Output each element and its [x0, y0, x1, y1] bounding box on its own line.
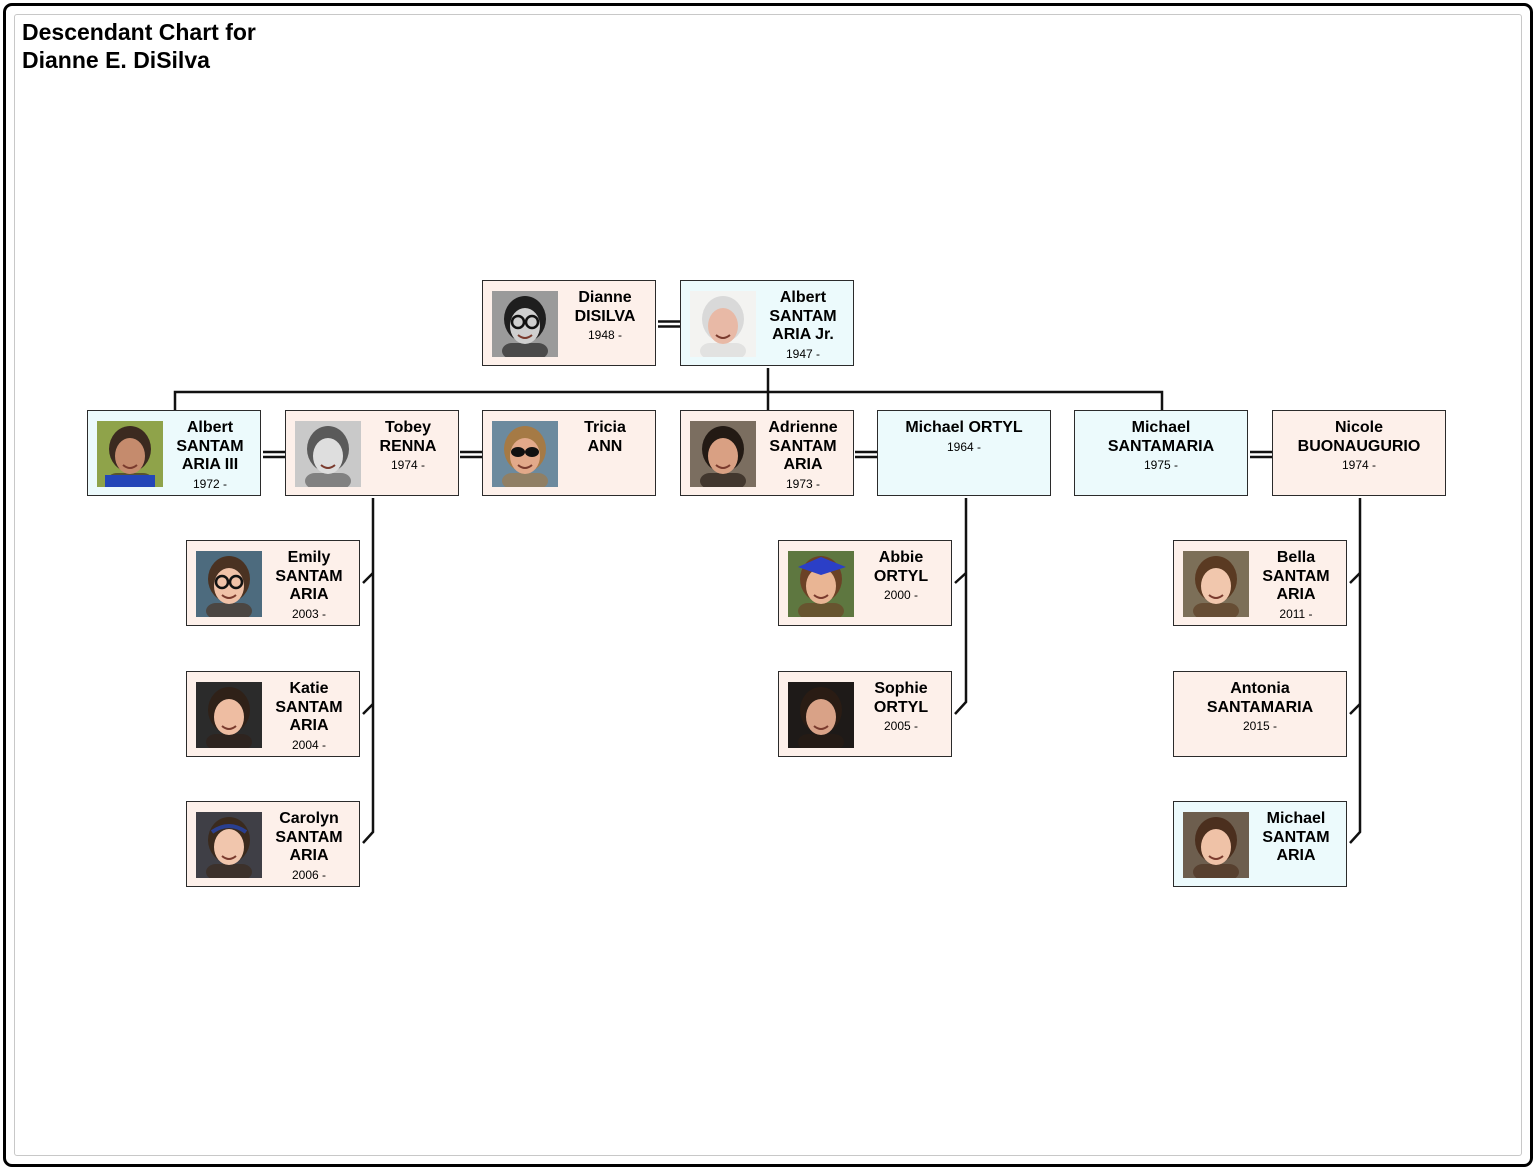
person-info: Antonia SANTAMARIA 2015 - — [1180, 680, 1340, 734]
person-info: Sophie ORTYL 2005 - — [855, 680, 947, 734]
portrait-photo-girl-laughing — [788, 682, 854, 748]
portrait-photo-sketch-woman — [295, 421, 361, 487]
person-info: Michael SANTAM ARIA — [1250, 810, 1342, 868]
person-dates: 2011 - — [1279, 606, 1313, 621]
chart-title: Descendant Chart for Dianne E. DiSilva — [22, 18, 256, 74]
person-info: Emily SANTAM ARIA 2003 - — [263, 549, 355, 622]
chart-title-line-1: Descendant Chart for — [22, 19, 256, 45]
person-info: Adrienne SANTAM ARIA 1973 - — [757, 419, 849, 492]
couple-link-tobey-tricia — [460, 450, 484, 459]
person-name: Katie SANTAM ARIA — [275, 680, 343, 735]
person-card-dianne-disilva[interactable]: Dianne DISILVA 1948 - — [482, 280, 656, 366]
person-card-nicole-buonaugurio[interactable]: Nicole BUONAUGURIO 1974 - — [1272, 410, 1446, 496]
person-dates: 2000 - — [883, 588, 919, 603]
person-card-tricia-ann[interactable]: Tricia ANN — [482, 410, 656, 496]
portrait-photo-girl-glasses — [196, 551, 262, 617]
person-info: Katie SANTAM ARIA 2004 - — [263, 680, 355, 753]
person-dates: 1974 - — [390, 458, 426, 473]
person-card-emily-santamaria[interactable]: Emily SANTAM ARIA 2003 - — [186, 540, 360, 626]
descendant-line-ortyl — [954, 498, 968, 715]
person-info: Tricia ANN — [559, 419, 651, 458]
child-tick-katie — [362, 703, 374, 715]
person-card-michael-ortyl[interactable]: Michael ORTYL 1964 - — [877, 410, 1051, 496]
couple-link-michael-nicole — [1250, 450, 1273, 459]
person-info: Tobey RENNA 1974 - — [362, 419, 454, 473]
person-dates: 1974 - — [1341, 458, 1377, 473]
portrait-photo-girl-headband — [196, 812, 262, 878]
person-card-carolyn-santamaria[interactable]: Carolyn SANTAM ARIA 2006 - — [186, 801, 360, 887]
person-dates: 2006 - — [291, 867, 327, 882]
portrait-photo-bw-glasses — [492, 291, 558, 357]
chart-title-line-2: Dianne E. DiSilva — [22, 47, 210, 73]
portrait-photo-toddler-boy — [1183, 812, 1249, 878]
person-dates: 1975 - — [1143, 458, 1179, 473]
person-name: Antonia SANTAMARIA — [1206, 680, 1314, 716]
couple-link-albert-tobey — [263, 450, 286, 459]
person-card-albert-santamaria-iii[interactable]: Albert SANTAM ARIA III 1972 - — [87, 410, 261, 496]
portrait-photo-older-man — [690, 291, 756, 357]
descendant-line-nicole — [1349, 498, 1362, 844]
person-dates: 1964 - — [946, 439, 982, 454]
child-tick-bella — [1349, 572, 1361, 584]
sibling-bar — [173, 390, 1164, 411]
person-name: Michael SANTAM ARIA — [1262, 810, 1330, 865]
person-name: Nicole BUONAUGURIO — [1297, 419, 1421, 455]
couple-link-dianne-albert — [658, 320, 681, 328]
person-card-tobey-renna[interactable]: Tobey RENNA 1974 - — [285, 410, 459, 496]
portrait-photo-man-beard — [97, 421, 163, 487]
person-info: Albert SANTAM ARIA Jr. 1947 - — [757, 289, 849, 362]
descendant-line-tobey — [362, 498, 375, 844]
person-name: Michael SANTAMARIA — [1107, 419, 1215, 455]
person-dates: 2015 - — [1242, 719, 1278, 734]
person-info: Bella SANTAM ARIA 2011 - — [1250, 549, 1342, 622]
person-card-antonia-santamaria[interactable]: Antonia SANTAMARIA 2015 - — [1173, 671, 1347, 757]
person-info: Michael ORTYL 1964 - — [884, 419, 1044, 455]
person-name: Bella SANTAM ARIA — [1262, 549, 1330, 604]
person-name: Sophie ORTYL — [873, 680, 929, 716]
person-card-adrienne-santamaria[interactable]: Adrienne SANTAM ARIA 1973 - — [680, 410, 854, 496]
person-name: Michael ORTYL — [905, 419, 1023, 436]
portrait-photo-woman-sunglasses — [492, 421, 558, 487]
person-name: Tricia ANN — [584, 419, 626, 455]
person-info: Abbie ORTYL 2000 - — [855, 549, 947, 603]
person-dates: 2005 - — [883, 719, 919, 734]
chart-frame-inner-border — [14, 14, 1522, 1156]
person-info: Nicole BUONAUGURIO 1974 - — [1279, 419, 1439, 473]
person-name: Abbie ORTYL — [873, 549, 929, 585]
portrait-photo-girl-smiling — [196, 682, 262, 748]
person-info: Albert SANTAM ARIA III 1972 - — [164, 419, 256, 492]
person-dates: 1948 - — [587, 328, 623, 343]
couple-link-adrienne-michael-ortyl — [855, 450, 878, 459]
person-card-abbie-ortyl[interactable]: Abbie ORTYL 2000 - — [778, 540, 952, 626]
person-name: Adrienne SANTAM ARIA — [768, 419, 838, 474]
person-name: Albert SANTAM ARIA Jr. — [769, 289, 837, 344]
portrait-photo-toddler-girl — [1183, 551, 1249, 617]
person-dates: 2003 - — [291, 606, 327, 621]
person-info: Dianne DISILVA 1948 - — [559, 289, 651, 343]
person-name: Carolyn SANTAM ARIA — [275, 810, 343, 865]
person-name: Emily SANTAM ARIA — [275, 549, 343, 604]
portrait-photo-graduate-cap — [788, 551, 854, 617]
person-card-sophie-ortyl[interactable]: Sophie ORTYL 2005 - — [778, 671, 952, 757]
person-card-michael-santamaria-child[interactable]: Michael SANTAM ARIA — [1173, 801, 1347, 887]
person-dates: 1972 - — [192, 476, 228, 491]
person-name: Tobey RENNA — [379, 419, 437, 455]
person-info: Michael SANTAMARIA 1975 - — [1081, 419, 1241, 473]
person-info: Carolyn SANTAM ARIA 2006 - — [263, 810, 355, 883]
person-card-bella-santamaria[interactable]: Bella SANTAM ARIA 2011 - — [1173, 540, 1347, 626]
person-card-michael-santamaria[interactable]: Michael SANTAMARIA 1975 - — [1074, 410, 1248, 496]
person-dates: 2004 - — [291, 737, 327, 752]
person-name: Dianne DISILVA — [574, 289, 636, 325]
portrait-photo-woman-dark-hair — [690, 421, 756, 487]
person-card-katie-santamaria[interactable]: Katie SANTAM ARIA 2004 - — [186, 671, 360, 757]
person-dates: 1947 - — [785, 346, 821, 361]
child-tick-abbie — [954, 572, 967, 584]
person-name: Albert SANTAM ARIA III — [176, 419, 244, 474]
person-dates: 1973 - — [785, 476, 821, 491]
child-tick-antonia — [1349, 703, 1361, 715]
person-card-albert-santamaria-jr[interactable]: Albert SANTAM ARIA Jr. 1947 - — [680, 280, 854, 366]
child-tick-emily — [362, 572, 374, 584]
